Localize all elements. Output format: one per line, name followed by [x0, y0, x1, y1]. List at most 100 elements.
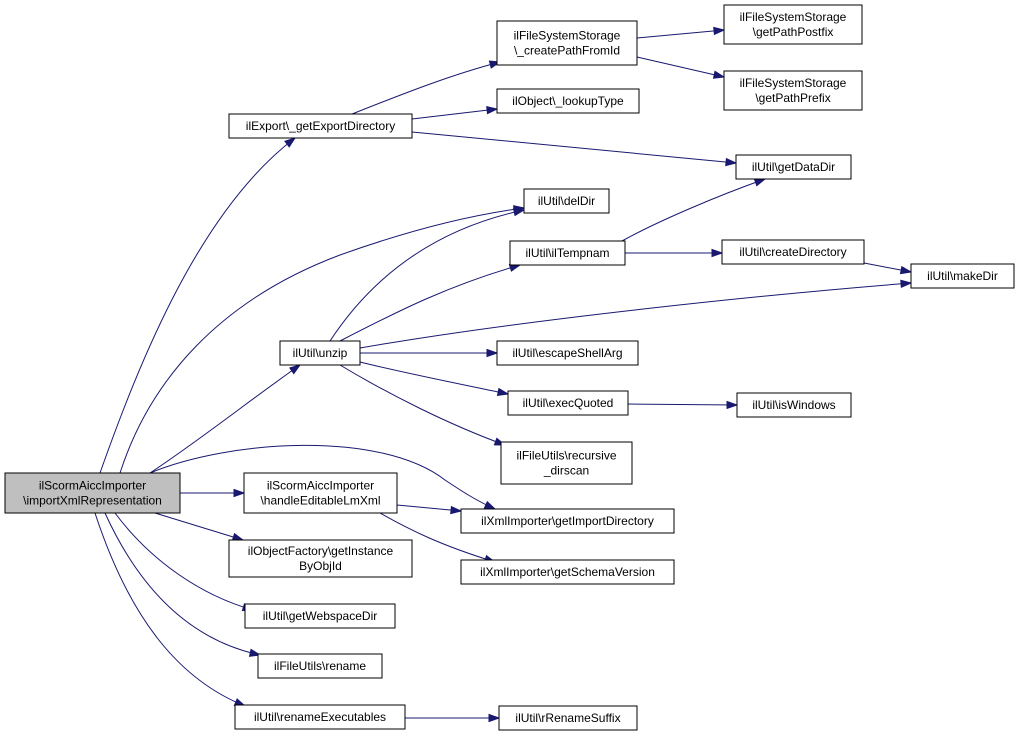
node-label: ilFileSystemStorage [514, 29, 621, 43]
node-box [279, 340, 361, 366]
node-box [228, 539, 413, 578]
node-box [723, 70, 863, 111]
node-fs_prefix[interactable]: ilFileSystemStorage\getPathPrefix [723, 70, 863, 111]
node-box [910, 263, 1015, 289]
edge-export_dir-to-datadir [411, 131, 738, 167]
node-label: ilUtil\isWindows [752, 398, 835, 412]
node-handle[interactable]: ilScormAiccImporter\handleEditableLmXml [243, 472, 398, 514]
edge-line [99, 137, 296, 474]
node-unzip[interactable]: ilUtil\unzip [279, 340, 361, 366]
node-box [243, 472, 398, 514]
node-label: ilObject\_lookupType [512, 94, 624, 108]
node-box [496, 88, 640, 114]
arrowhead-icon [483, 500, 497, 510]
node-box [523, 188, 610, 214]
arrowhead-icon [496, 387, 510, 396]
node-label: \_createPathFromId [514, 44, 620, 58]
node-label: ilScormAiccImporter [267, 479, 374, 493]
node-label: ilFileUtils\rename [274, 659, 366, 673]
node-fs_create[interactable]: ilFileSystemStorage\_createPathFromId [496, 20, 638, 66]
node-label: ilUtil\ilTempnam [525, 246, 609, 260]
edge-root-to-handle [180, 488, 246, 498]
node-label: ilUtil\getDataDir [752, 160, 835, 174]
node-root: ilScormAiccImporter\importXmlRepresentat… [4, 472, 181, 514]
edge-line [359, 282, 912, 349]
edge-root-to-export_dir [99, 137, 297, 474]
node-lookup[interactable]: ilObject\_lookupType [496, 88, 640, 114]
arrowhead-icon [486, 348, 499, 358]
node-label: ilExport\_getExportDirectory [246, 119, 395, 133]
node-label: ilScormAiccImporter [39, 479, 146, 493]
node-importdir[interactable]: ilXmlImporter\getImportDirectory [460, 508, 675, 534]
node-box [460, 559, 675, 585]
arrowhead-icon [486, 106, 499, 115]
edge-line [154, 512, 244, 541]
arrowhead-icon [231, 532, 245, 541]
edge-line [114, 512, 254, 611]
arrowhead-icon [288, 364, 302, 375]
node-box [496, 20, 638, 66]
edge-line [411, 108, 498, 120]
node-export_dir[interactable]: ilExport\_getExportDirectory [228, 113, 413, 139]
node-fs_postfix[interactable]: ilFileSystemStorage\getPathPostfix [723, 4, 863, 45]
edge-line [149, 364, 301, 474]
node-datadir[interactable]: ilUtil\getDataDir [735, 154, 852, 180]
node-box [496, 340, 639, 366]
edge-unzip-to-recursive [339, 364, 507, 446]
node-recursive[interactable]: ilFileUtils\recursive_dirscan [500, 441, 633, 485]
node-schema[interactable]: ilXmlImporter\getSchemaVersion [460, 559, 675, 585]
node-escape[interactable]: ilUtil\escapeShellArg [496, 340, 639, 366]
node-deldir[interactable]: ilUtil\delDir [523, 188, 610, 214]
edge-line [636, 56, 725, 78]
arrowhead-icon [711, 248, 724, 258]
arrowhead-icon [248, 648, 262, 657]
node-box [257, 653, 383, 679]
edge-unzip-to-deldir [329, 208, 526, 342]
edge-root-to-renameexec [94, 512, 247, 707]
node-label: ilFileSystemStorage [740, 76, 847, 90]
node-box [4, 472, 181, 514]
edge-line [636, 29, 725, 39]
node-label: ilUtil\delDir [538, 194, 595, 208]
node-label: ilUtil\renameExecutables [254, 710, 386, 724]
edge-line [621, 178, 766, 242]
node-tempnam[interactable]: ilUtil\ilTempnam [509, 240, 626, 266]
node-label: ilXmlImporter\getImportDirectory [481, 514, 654, 528]
node-box [736, 392, 852, 418]
node-rrename[interactable]: ilUtil\rRenameSuffix [498, 705, 638, 731]
edge-root-to-objfactory [154, 512, 245, 541]
edge-export_dir-to-lookup [411, 106, 499, 120]
node-iswindows[interactable]: ilUtil\isWindows [736, 392, 852, 418]
edge-line [104, 512, 261, 656]
node-label: ilXmlImporter\getSchemaVersion [480, 565, 655, 579]
node-rename[interactable]: ilFileUtils\rename [257, 653, 383, 679]
edge-unzip-to-escape [360, 348, 499, 358]
node-box [735, 154, 852, 180]
edge-tempnam-to-createdir [625, 248, 724, 258]
node-makedir[interactable]: ilUtil\makeDir [910, 263, 1015, 289]
edge-tempnam-to-datadir [621, 178, 767, 242]
edge-createdir-to-makedir [863, 262, 913, 275]
call-edges [94, 26, 913, 723]
node-label: ilUtil\execQuoted [523, 396, 614, 410]
edge-renameexec-to-rrename [405, 713, 501, 723]
node-execquoted[interactable]: ilUtil\execQuoted [507, 390, 629, 416]
arrowhead-icon [725, 157, 738, 167]
node-label: ilFileSystemStorage [740, 10, 847, 24]
node-label: ilUtil\getWebspaceDir [263, 609, 378, 623]
node-box [507, 390, 629, 416]
node-box [721, 239, 865, 265]
node-webspace[interactable]: ilUtil\getWebspaceDir [244, 603, 396, 629]
arrowhead-icon [488, 713, 501, 723]
call-nodes: ilScormAiccImporter\importXmlRepresentat… [4, 4, 1015, 731]
node-createdir[interactable]: ilUtil\createDirectory [721, 239, 865, 265]
edge-line [351, 61, 501, 115]
edge-line [411, 131, 737, 164]
node-renameexec[interactable]: ilUtil\renameExecutables [234, 704, 406, 730]
edge-line [379, 512, 496, 563]
edge-execquoted-to-iswindows [627, 400, 739, 410]
arrowhead-icon [713, 26, 726, 36]
edge-root-to-deldir [119, 205, 526, 474]
edge-root-to-unzip [149, 364, 302, 474]
